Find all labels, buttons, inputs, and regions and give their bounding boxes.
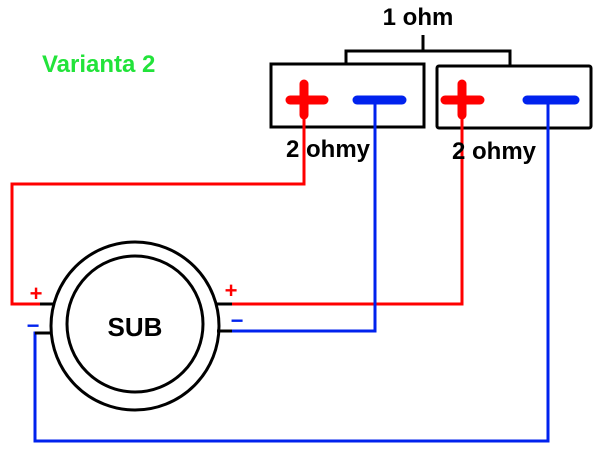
total-impedance-label: 1 ohm <box>383 4 454 31</box>
sub-inner-cone <box>65 254 205 394</box>
coil-1-impedance-label: 2 ohmy <box>286 136 371 163</box>
subwoofer: SUB <box>35 240 232 412</box>
bracket-bar <box>344 49 512 66</box>
wire-coil1-plus-to-sub-left-plus <box>10 100 306 306</box>
impedance-bracket <box>344 35 512 66</box>
coil-2-box <box>435 64 593 130</box>
sub-left-minus-mark: − <box>27 313 40 338</box>
sub-right-minus-mark: − <box>231 308 244 333</box>
diagram-title: Varianta 2 <box>42 51 155 78</box>
coil-1-box <box>269 62 426 129</box>
wire-coil1-minus-to-sub-right-minus <box>230 100 377 333</box>
coil-2-impedance-label: 2 ohmy <box>452 138 537 165</box>
sub-right-plus-mark: + <box>225 278 238 303</box>
wire-coil2-plus-to-sub-right-plus <box>230 100 464 306</box>
sub-left-plus-mark: + <box>30 281 43 306</box>
sub-label: SUB <box>108 312 163 342</box>
